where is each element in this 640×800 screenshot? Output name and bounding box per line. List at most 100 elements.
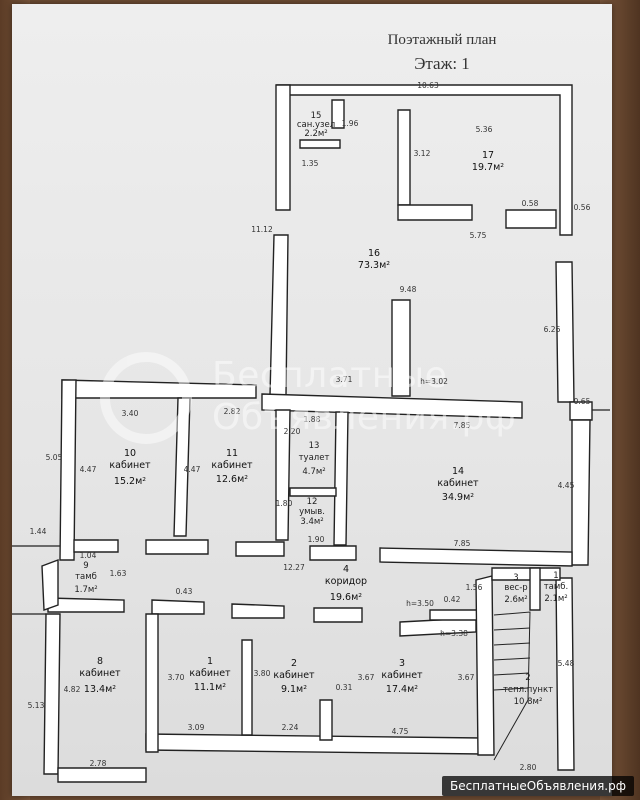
stair-step: [493, 642, 531, 646]
dim: 12.27: [283, 563, 305, 572]
dim: h=3.02: [420, 377, 448, 386]
wall-c8: [231, 603, 285, 619]
room-10-name: кабинет: [109, 460, 151, 471]
wall-c11: [429, 609, 479, 621]
wall-mid-right: [569, 401, 593, 421]
room-2t-num: 2: [525, 673, 530, 683]
dim: 7.85: [454, 421, 471, 430]
room-10-area: 15.2м²: [114, 476, 146, 487]
dim: 3.67: [458, 673, 475, 682]
wall-17-right: [505, 209, 557, 229]
room-8-area: 13.4м²: [84, 684, 116, 695]
wall-segments: [41, 84, 593, 783]
room-16-num: 16: [368, 248, 380, 259]
floor-label: Этаж: 1: [414, 54, 470, 73]
wall-1-2: [241, 639, 253, 736]
stair-step: [493, 687, 529, 691]
wall-upper-left-b: [269, 234, 289, 396]
room-10-num: 10: [124, 448, 136, 459]
dim: 3.71: [336, 375, 353, 384]
wall-16-column: [391, 299, 411, 397]
room-13-num: 13: [309, 441, 320, 451]
room-3-name: кабинет: [381, 670, 423, 681]
dim: 0.65: [574, 397, 591, 406]
wall-far-right: [555, 577, 575, 771]
room-2-num: 2: [291, 658, 297, 669]
dim: 11.12: [251, 225, 273, 234]
wall-c1: [73, 539, 119, 553]
dim: 1.35: [302, 159, 319, 168]
dim: 5.36: [476, 125, 493, 134]
room-14-name: кабинет: [437, 478, 479, 489]
wall-right-outer: [571, 419, 591, 566]
room-14-num: 14: [452, 466, 464, 477]
room-2-name: кабинет: [273, 670, 315, 681]
room-13-area: 4.7м²: [302, 467, 325, 477]
wall-c3: [235, 541, 285, 557]
wall-upper-left-a: [275, 84, 291, 211]
room-8-num: 8: [97, 656, 103, 667]
dim: 5.05: [46, 453, 63, 462]
wall-17-left: [397, 109, 411, 206]
wall-c2: [145, 539, 209, 555]
room-2t-area: 10.8м²: [514, 697, 543, 707]
wall-10-11: [173, 397, 191, 537]
wall-lower-bottom-a: [57, 767, 147, 783]
dim: 1.44: [30, 527, 47, 536]
wall-c4: [309, 545, 357, 561]
dim: 10.63: [417, 81, 439, 90]
wall-2-3: [319, 699, 333, 741]
room-11-area: 12.6м²: [216, 474, 248, 485]
dim: 2.80: [520, 763, 537, 772]
dim: 0.56: [574, 203, 591, 212]
wall-c9: [313, 607, 363, 623]
room-1-num: 1: [207, 656, 213, 667]
stair-step: [493, 627, 531, 631]
room-3v-name: вес-р: [504, 583, 527, 593]
dim: h=3.38: [440, 629, 468, 638]
room-8-name: кабинет: [79, 668, 121, 679]
dim: 2.24: [282, 723, 299, 732]
wall-12-13: [289, 487, 337, 497]
extension-lines: [12, 409, 610, 615]
dim: 4.75: [392, 727, 409, 736]
wall-left-outer: [59, 379, 77, 561]
dim: 0.42: [444, 595, 461, 604]
wall-c6: [47, 597, 125, 613]
room-2t-name: тепл.пункт: [503, 685, 553, 695]
dim: 5.13: [28, 701, 45, 710]
wall-mid-center: [261, 393, 523, 419]
room-1-area: 11.1м²: [194, 682, 226, 693]
dim: 3.67: [358, 673, 375, 682]
wall-17-bottom: [397, 204, 473, 221]
dim: h=3.50: [406, 599, 434, 608]
room-12-name: умыв.: [299, 507, 325, 517]
wall-lower-right: [475, 575, 495, 756]
wall-c5: [379, 547, 573, 567]
plan-title: Поэтажный план: [387, 32, 497, 48]
room-11-name: кабинет: [211, 460, 253, 471]
wall-lower-bottom-b: [145, 733, 483, 755]
stair-step: [493, 672, 530, 676]
room-9-num: 9: [83, 561, 88, 571]
wall-vestibule-div: [529, 567, 541, 611]
dim: 1.88: [304, 415, 321, 424]
dim: 1.96: [342, 119, 359, 128]
room-15-name: сан.узел: [297, 120, 335, 130]
footer-watermark-badge: БесплатныеОбъявления.рф: [442, 776, 634, 796]
room-1t-num: 1: [553, 571, 558, 581]
dim: 4.47: [184, 465, 201, 474]
dim: 5.75: [470, 231, 487, 240]
wall-mid-left: [61, 379, 257, 399]
room-1-name: кабинет: [189, 668, 231, 679]
stairs: [493, 611, 531, 761]
room-11-num: 11: [226, 448, 238, 459]
room-15-area: 2.2м²: [304, 129, 327, 139]
dim: 0.31: [336, 683, 353, 692]
room-14-area: 34.9м²: [442, 492, 474, 503]
dim: 5.48: [558, 659, 575, 668]
dim: 4.45: [558, 481, 575, 490]
wall-15: [331, 99, 345, 129]
room-9-area: 1.7м²: [74, 585, 97, 595]
